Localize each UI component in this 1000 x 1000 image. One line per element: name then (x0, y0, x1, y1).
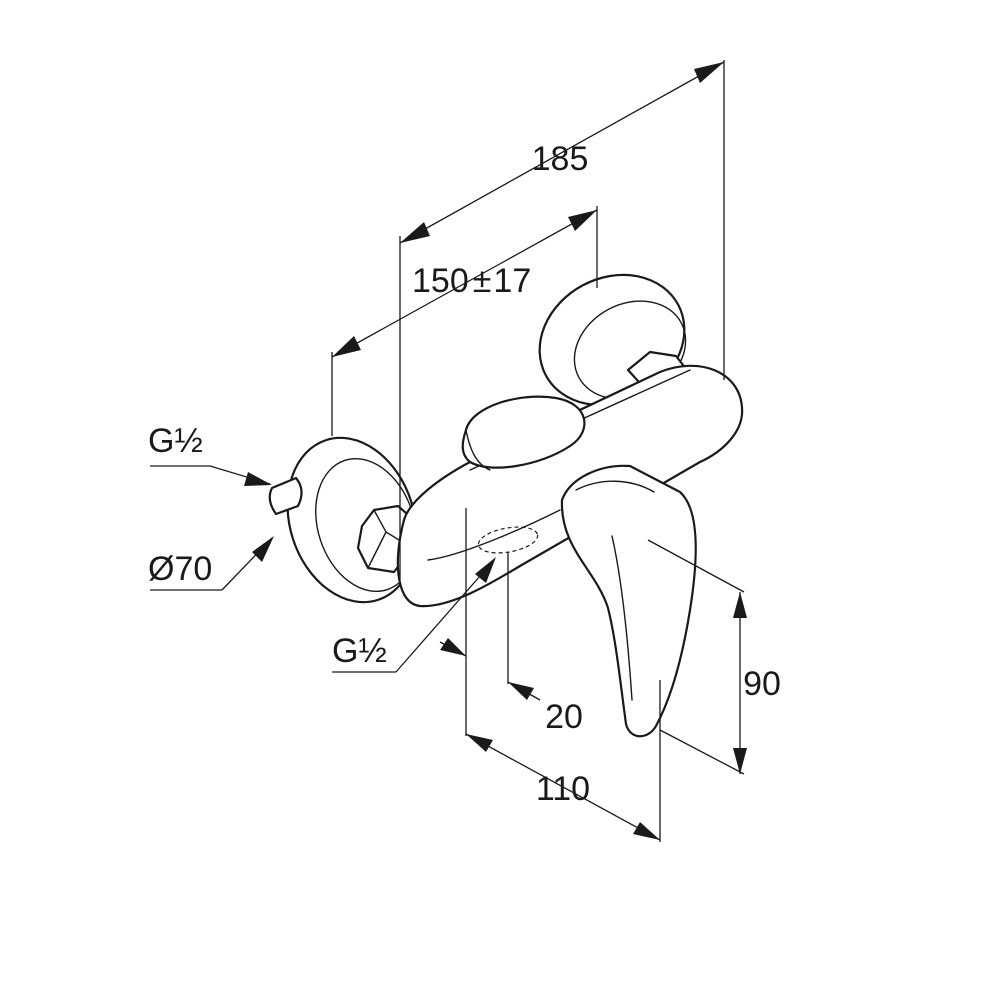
inlet-thread-label: G½ (148, 422, 203, 460)
leader-inlet-thread (150, 465, 272, 486)
dimension-20-label: 20 (545, 698, 583, 736)
leader-rosette-diameter (150, 536, 274, 591)
lever-handle (560, 464, 697, 738)
cartridge-dome (461, 395, 586, 469)
dimension-90-label: 90 (743, 665, 781, 703)
dimension-center-distance (331, 206, 598, 436)
dimension-150-label: 150±17 (412, 262, 531, 300)
outlet-thread-label: G½ (332, 632, 387, 670)
leader-outlet-thread (332, 557, 496, 673)
dimension-outlet-offset (439, 552, 541, 701)
outlet-opening (477, 526, 539, 554)
dimension-projection (465, 508, 661, 842)
mixer-body (268, 273, 744, 738)
dimension-height (647, 539, 747, 775)
inlet-stub (268, 476, 303, 516)
rosette-diameter-label: Ø70 (148, 550, 212, 588)
dimension-185-label: 185 (532, 140, 589, 178)
dimension-overall-length (399, 60, 725, 580)
dimension-110-label: 110 (536, 770, 590, 808)
